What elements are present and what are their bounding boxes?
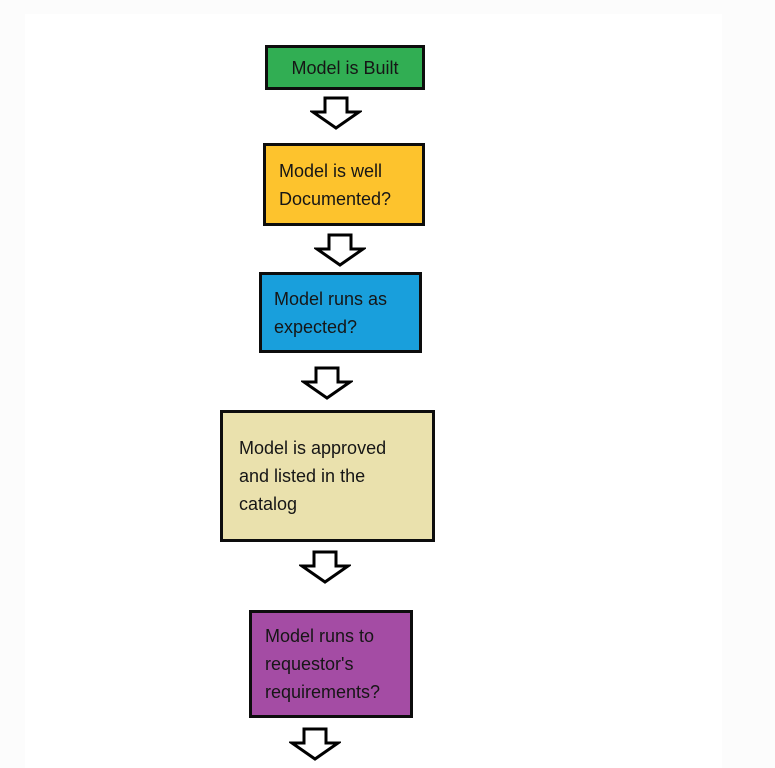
node-model-documented: Model is well Documented?	[263, 143, 425, 226]
down-arrow-shape	[299, 550, 351, 584]
down-arrow-shape	[289, 727, 341, 761]
node-model-runs-expected: Model runs as expected?	[259, 272, 422, 353]
node-model-runs-requirements: Model runs to requestor's requirements?	[249, 610, 413, 718]
down-arrow-icon	[314, 233, 366, 267]
node-label: Model is Built	[291, 57, 399, 78]
down-arrow-icon	[301, 366, 353, 400]
down-arrow-icon	[299, 550, 351, 584]
node-label: Model runs to requestor's requirements?	[265, 626, 381, 702]
down-arrow-shape	[301, 366, 353, 400]
node-model-built: Model is Built	[265, 45, 425, 90]
node-label: Model is approved and listed in the cata…	[239, 438, 387, 514]
down-arrow-icon	[289, 727, 341, 761]
down-arrow-shape	[314, 233, 366, 267]
node-model-approved: Model is approved and listed in the cata…	[220, 410, 435, 542]
down-arrow-icon	[310, 96, 362, 130]
node-label: Model is well Documented?	[279, 160, 392, 209]
node-label: Model runs as expected?	[274, 288, 388, 337]
down-arrow-shape	[310, 96, 362, 130]
